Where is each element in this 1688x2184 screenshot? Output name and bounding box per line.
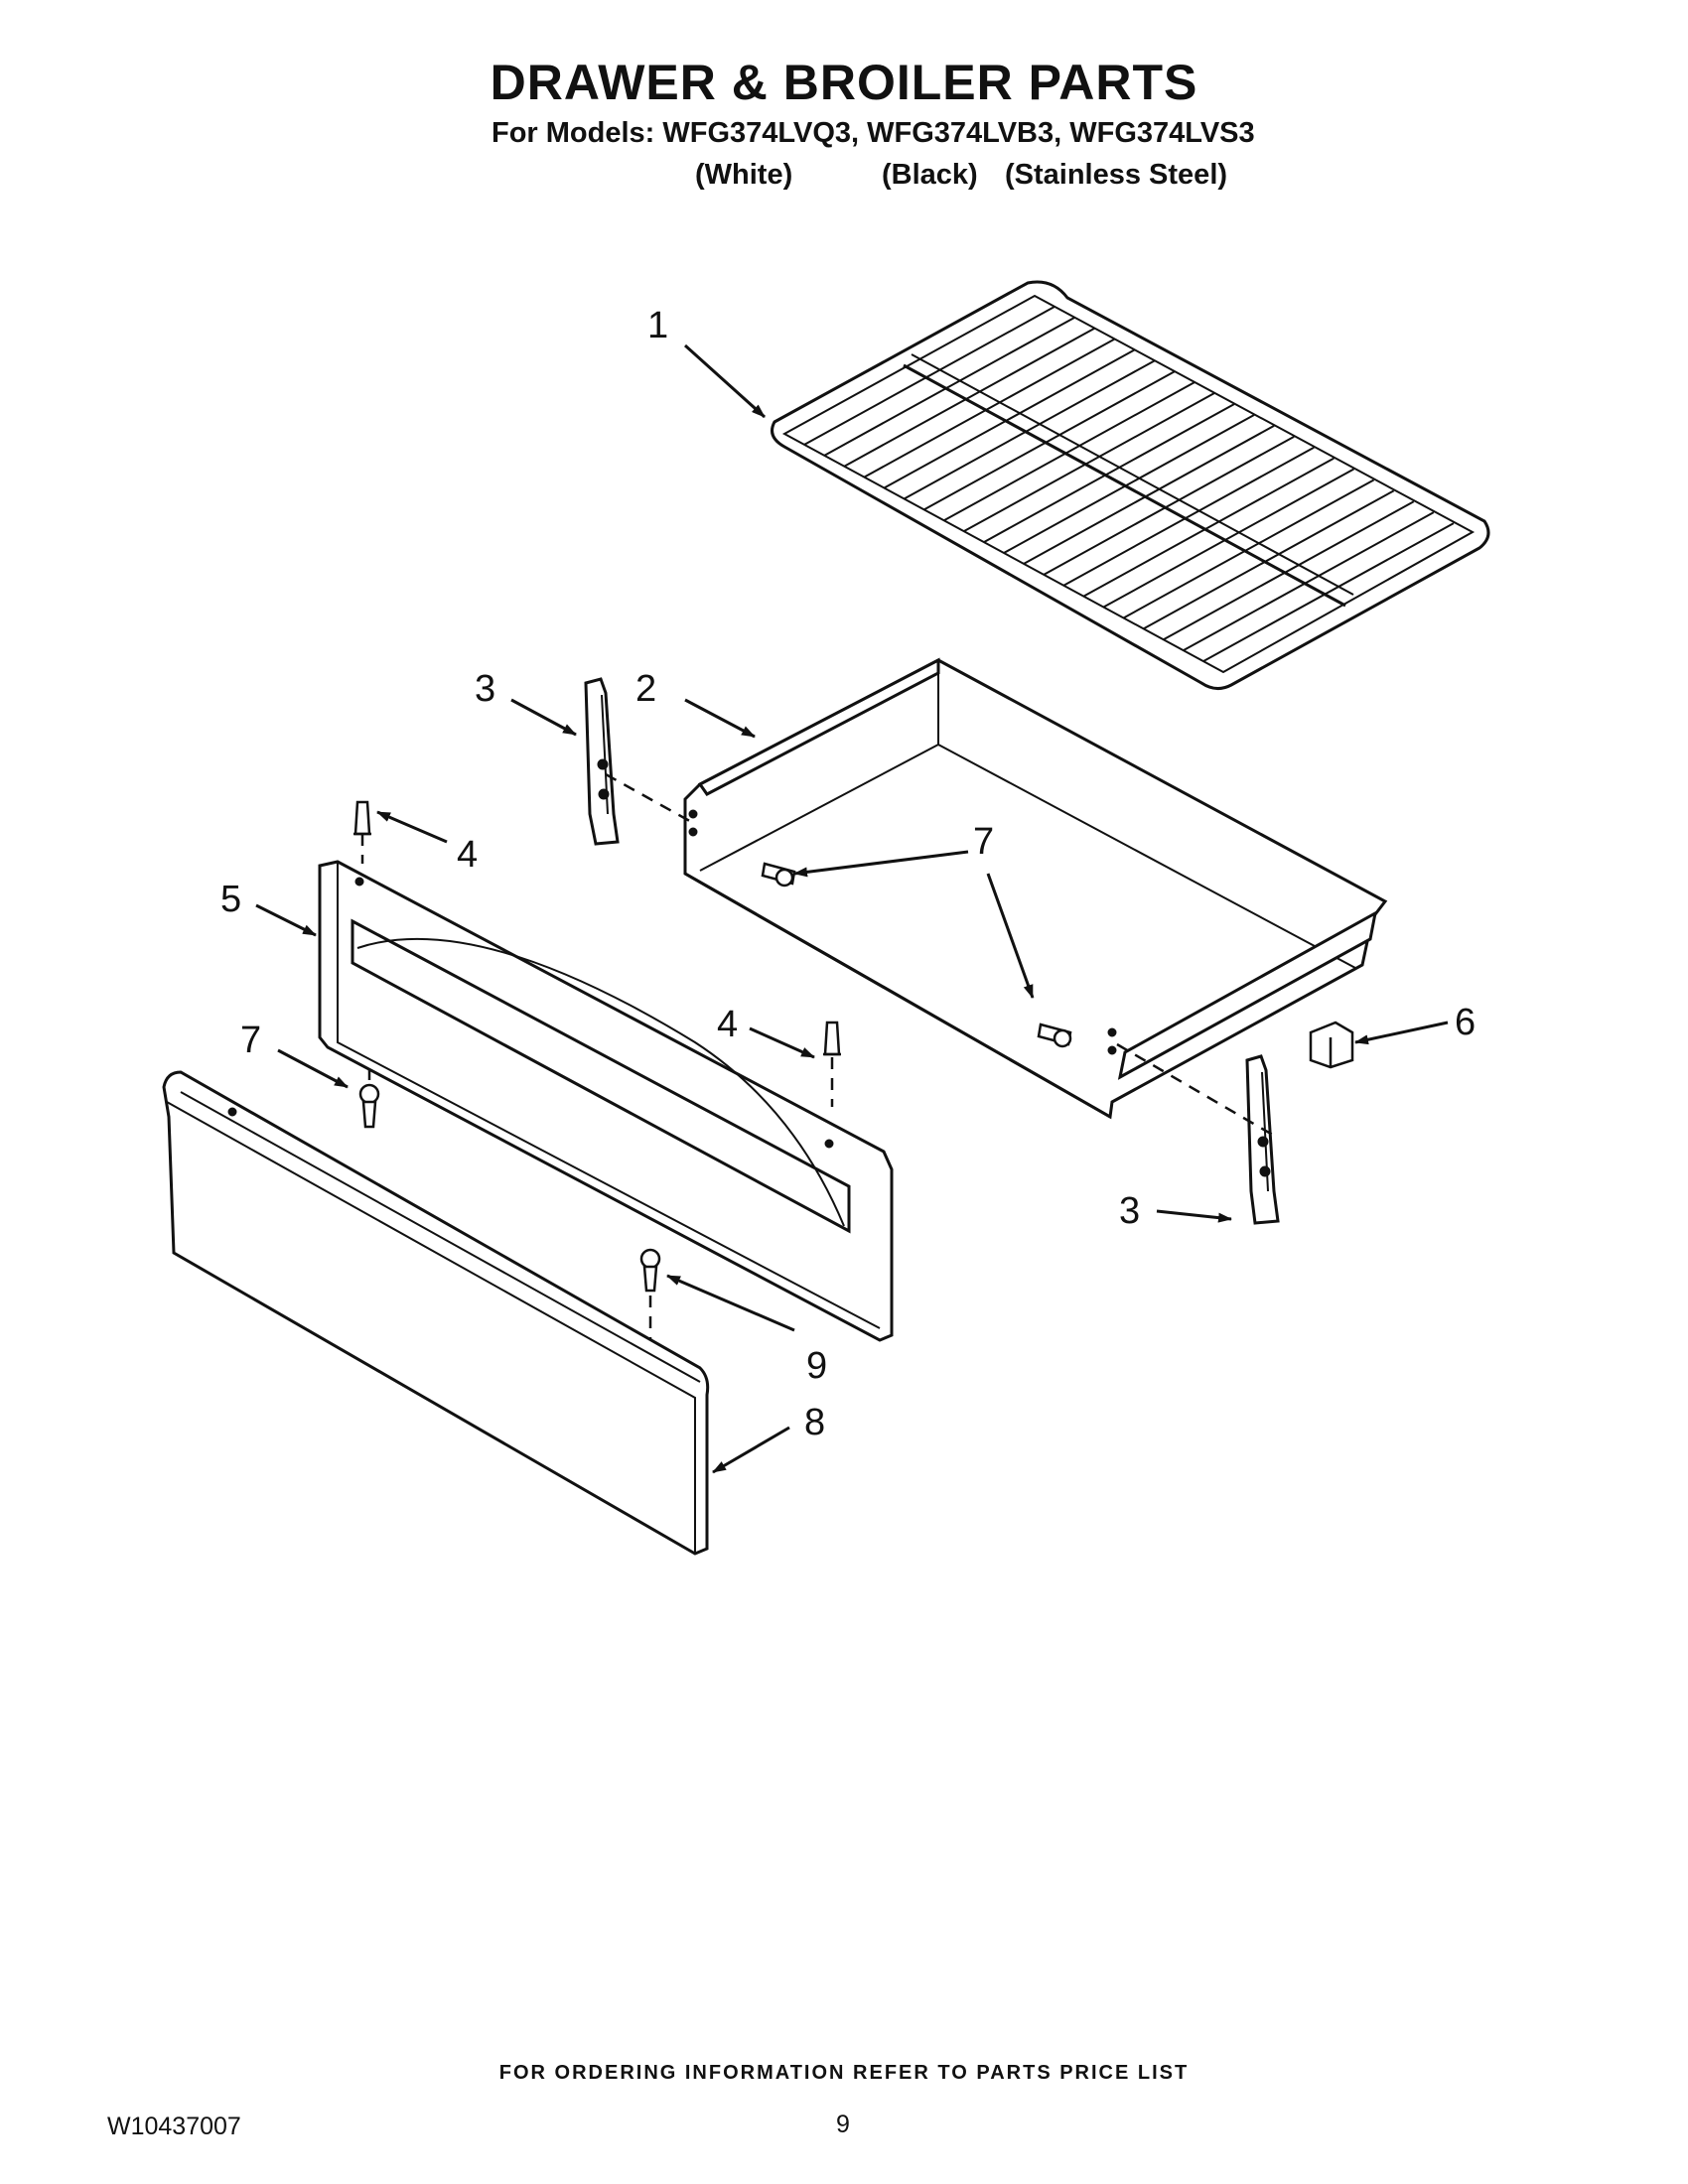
variant-black: (Black)	[882, 159, 978, 191]
callout-4-left: 4	[457, 834, 478, 876]
screw-7-front	[358, 1083, 380, 1129]
callout-7-front: 7	[240, 1020, 261, 1061]
rack-wire	[803, 306, 1055, 446]
rack-wire	[963, 392, 1215, 533]
page-title: DRAWER & BROILER PARTS	[490, 55, 1198, 110]
rack-wire	[1143, 489, 1395, 630]
rack-wire	[863, 338, 1115, 478]
clip-6	[1309, 1021, 1354, 1069]
rack-wire	[983, 403, 1235, 543]
screw-9	[639, 1248, 661, 1293]
pin-4-right	[823, 1021, 841, 1056]
rack-wire	[943, 381, 1196, 522]
rack-wire	[1183, 511, 1435, 652]
callout-9: 9	[806, 1345, 827, 1387]
drawer-glide-right	[1245, 1054, 1280, 1225]
rack-wire	[883, 348, 1135, 489]
rack-wire	[1043, 435, 1295, 576]
rack-wire	[1023, 425, 1275, 565]
screw-7-drawer-rear	[1037, 1023, 1072, 1048]
ordering-note: FOR ORDERING INFORMATION REFER TO PARTS …	[498, 2062, 1190, 2084]
page-number: 9	[836, 2111, 850, 2138]
callout-1: 1	[647, 305, 668, 346]
callout-6: 6	[1455, 1002, 1476, 1043]
rack-wire	[1062, 446, 1315, 587]
callout-3-left: 3	[475, 668, 495, 710]
callout-7-drawer: 7	[973, 821, 994, 863]
rack-wire	[823, 316, 1075, 457]
rack-wire	[923, 370, 1176, 511]
variant-stainless: (Stainless Steel)	[1005, 159, 1228, 191]
callout-8: 8	[804, 1402, 825, 1443]
variant-white: (White)	[695, 159, 793, 191]
screw-7-drawer	[761, 862, 796, 887]
leader-arrows	[255, 343, 1449, 1474]
models-line: For Models: WFG374LVQ3, WFG374LVB3, WFG3…	[492, 117, 1255, 149]
rack-wire	[1102, 468, 1354, 609]
callout-5: 5	[220, 879, 241, 920]
callout-3-right: 3	[1119, 1190, 1140, 1232]
rack-wire	[1082, 457, 1335, 598]
callout-4-right: 4	[717, 1004, 738, 1045]
callout-2: 2	[635, 668, 656, 710]
broiler-drawer	[683, 657, 1388, 1120]
rack-wire	[1003, 414, 1255, 554]
rack-wire	[904, 359, 1156, 500]
drawer-front-outer	[162, 1070, 710, 1556]
rack-wire	[1123, 478, 1375, 619]
drawer-front-panel	[318, 860, 894, 1342]
document-number: W10437007	[107, 2113, 241, 2140]
rack-wire	[1202, 522, 1455, 662]
rack-wire	[1163, 500, 1415, 641]
oven-rack	[771, 280, 1490, 690]
pin-4-left	[353, 800, 371, 836]
drawer-glide-left	[584, 677, 620, 846]
rack-wire	[843, 327, 1095, 468]
